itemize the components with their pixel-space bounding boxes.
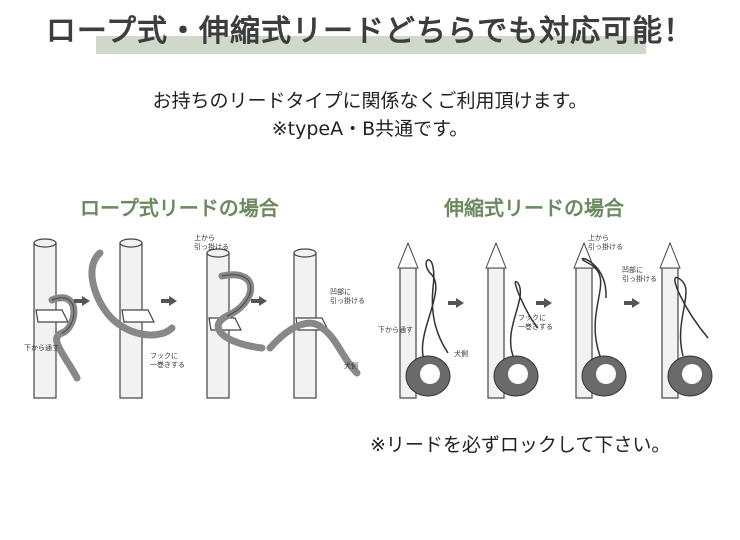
rope-label-dog-side: 犬側 — [344, 361, 358, 370]
retractable-lead-heading: 伸縮式リードの場合 — [444, 196, 624, 220]
rope-label-hang-recess-1: 凹部に — [330, 287, 351, 296]
subtitle-line-2: ※typeA・B共通です。 — [271, 118, 469, 140]
rope-label-pass-below: 下から通す — [24, 343, 59, 352]
retract-label-dog-side: 犬側 — [454, 349, 468, 358]
retract-label-hang-above-1: 上から — [588, 233, 609, 242]
title-area: ロープ式・伸縮式リードどちらでも対応可能！ — [0, 0, 740, 60]
rope-label-wrap-hook-1: フックに — [150, 352, 178, 360]
rope-label-hang-above-1: 上から — [194, 233, 215, 242]
retract-label-hang-above-2: 引っ掛ける — [588, 242, 623, 251]
page-title: ロープ式・伸縮式リードどちらでも対応可能！ — [45, 14, 695, 49]
retract-label-hang-recess-1: 凹部に — [622, 265, 643, 274]
retract-label-wrap-hook-2: 一巻きする — [518, 322, 553, 331]
rope-lead-illustration: 下から通す フックに 一巻きする 上から 引っ掛ける 凹部に 引っ掛ける 犬側 — [24, 233, 365, 399]
rope-label-wrap-hook-2: 一巻きする — [150, 360, 185, 369]
retract-label-hang-recess-2: 引っ掛ける — [622, 274, 657, 283]
retractable-lead-illustration: 下から通す 犬側 フックに 一巻きする 上から 引っ掛ける 凹部に 引っ掛ける — [378, 233, 713, 399]
title-highlight-bar — [96, 36, 646, 54]
subtitle-line-1: お持ちのリードタイプに関係なくご利用頂けます。 — [152, 90, 588, 112]
retract-label-wrap-hook-1: フックに — [518, 314, 546, 322]
rope-lead-heading: ロープ式リードの場合 — [80, 196, 279, 220]
rope-label-hang-recess-2: 引っ掛ける — [330, 296, 365, 305]
rope-label-hang-above-2: 引っ掛ける — [194, 242, 229, 251]
lock-note: ※リードを必ずロックして下さい。 — [370, 434, 671, 456]
retract-label-pass-below: 下から通す — [378, 325, 413, 334]
